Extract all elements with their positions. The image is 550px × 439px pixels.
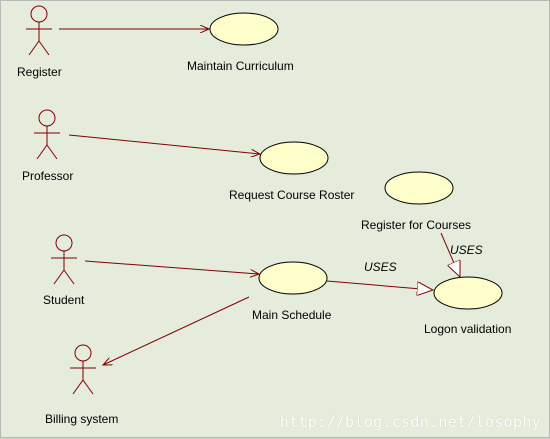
uses-schedule-logon [326, 280, 433, 290]
usecase-register-for-courses[interactable] [384, 171, 454, 205]
assoc-student-schedule [84, 260, 259, 274]
actor-label-professor: Professor [22, 169, 74, 183]
actor-student[interactable] [51, 234, 77, 285]
usecase-main-schedule[interactable] [258, 261, 328, 295]
actor-label-billing-system: Billing system [45, 412, 119, 426]
usecase-label-request-course-roster: Request Course Roster [229, 188, 355, 202]
stereotype-uses-horizontal: USES [364, 260, 397, 274]
actor-label-student: Student [43, 293, 85, 307]
usecase-label-maintain-curriculum: Maintain Curriculum [187, 59, 294, 73]
watermark-text: http://blog.csdn.net/losophy [279, 413, 541, 431]
actor-label-register: Register [17, 65, 62, 79]
assoc-schedule-billing [103, 296, 250, 365]
usecase-maintain-curriculum[interactable] [209, 12, 279, 46]
uses-register-logon [440, 232, 460, 277]
usecase-label-main-schedule: Main Schedule [252, 308, 332, 322]
usecase-logon-validation[interactable] [433, 276, 503, 310]
usecase-label-logon-validation: Logon validation [424, 322, 512, 336]
assoc-professor-roster [68, 134, 260, 154]
stereotype-uses-vertical: USES [450, 243, 483, 257]
usecase-request-course-roster[interactable] [259, 141, 329, 175]
actor-professor[interactable] [34, 109, 60, 160]
usecase-label-register-for-courses: Register for Courses [361, 218, 472, 232]
actor-register[interactable] [26, 5, 52, 56]
actor-billing-system[interactable] [70, 344, 96, 395]
